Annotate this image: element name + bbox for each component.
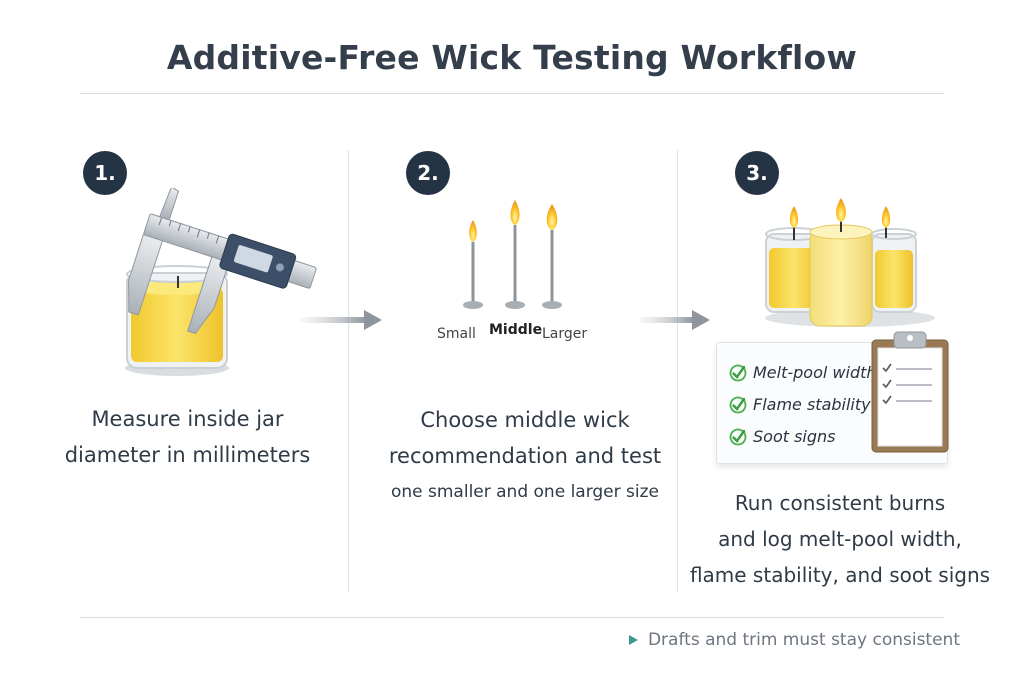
title-divider: [80, 93, 944, 94]
check-icon: [729, 428, 747, 445]
step-1-badge: 1.: [83, 151, 127, 195]
wick-label-larger: Larger: [542, 326, 588, 342]
step-2-description: Choose middle wick recommendation and te…: [388, 408, 662, 502]
step-3-badge: 3.: [735, 151, 779, 195]
checklist-item-melt-pool: Melt-pool width: [729, 363, 877, 382]
footer-note: Drafts and trim must stay consistent: [628, 630, 960, 650]
column-separator-1: [348, 150, 349, 592]
page-title: Additive-Free Wick Testing Workflow: [166, 38, 858, 77]
wick-sizes-illustration: [463, 200, 562, 309]
caliper-jar-illustration: [125, 188, 317, 376]
step-2-badge: 2.: [406, 151, 450, 195]
triangle-bullet-icon: [628, 635, 638, 645]
burning-candles-illustration: [765, 198, 935, 327]
column-separator-2: [677, 150, 678, 592]
wick-label-middle: Middle: [489, 322, 543, 338]
check-icon: [729, 364, 747, 381]
check-icon: [729, 396, 747, 413]
footer-divider: [80, 617, 944, 618]
checklist-item-soot-signs: Soot signs: [729, 427, 836, 446]
step-1-description: Measure inside jar diameter in millimete…: [64, 407, 311, 467]
flow-arrow-2: [640, 310, 710, 330]
wick-label-small: Small: [437, 326, 476, 342]
step-3-description: Run consistent burns and log melt-pool w…: [689, 491, 991, 587]
checklist-item-flame-stability: Flame stability: [729, 395, 871, 414]
clipboard-icon: [871, 331, 949, 453]
flow-arrow-1: [300, 310, 382, 330]
